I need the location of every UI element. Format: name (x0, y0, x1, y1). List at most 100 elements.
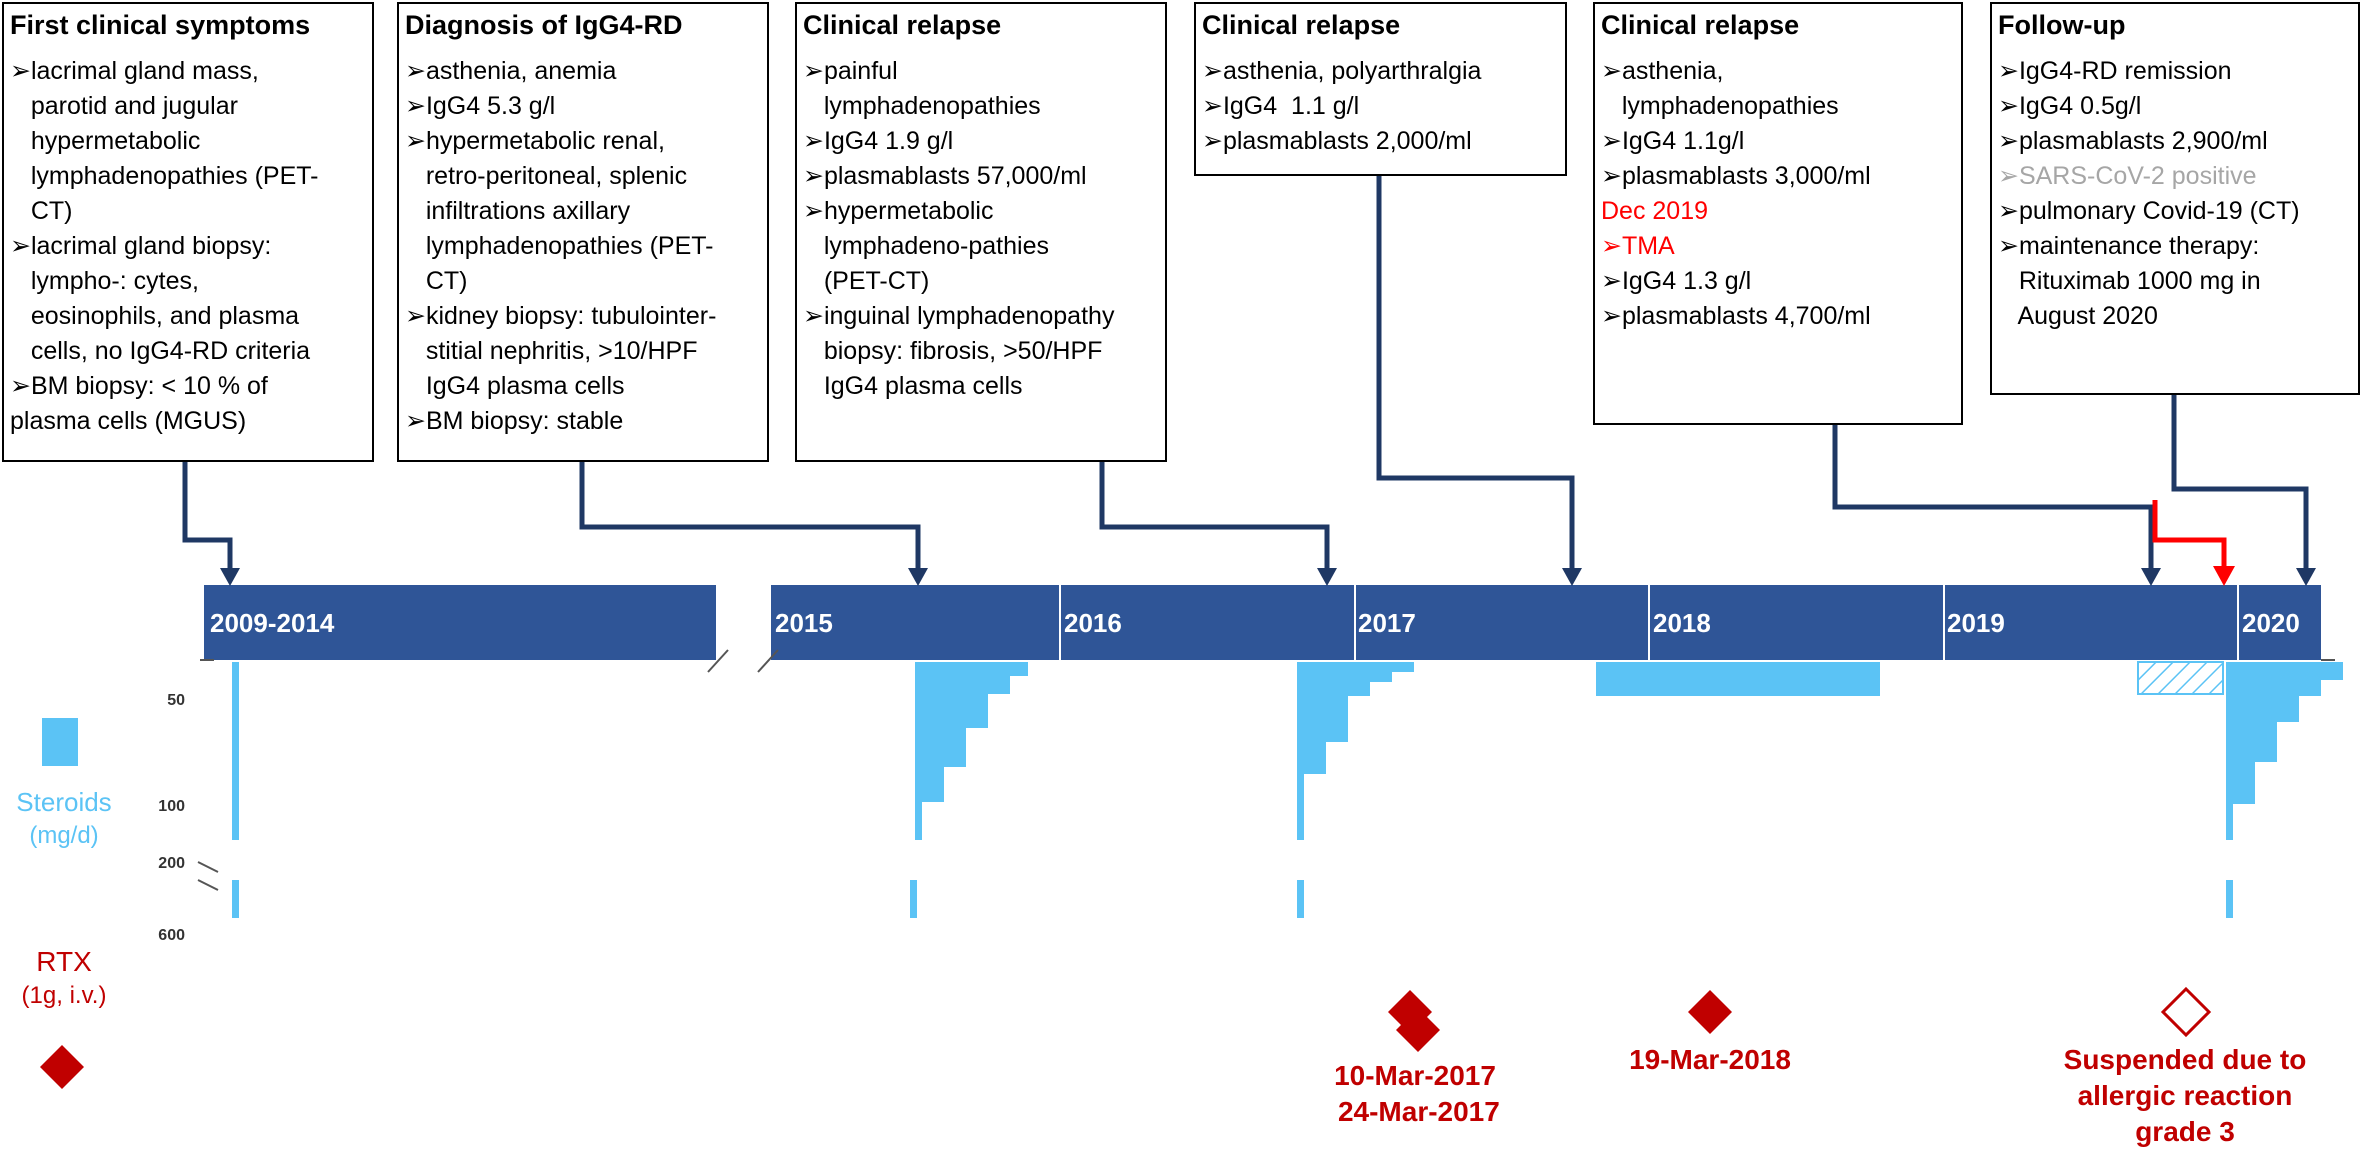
steroid-bar (1392, 662, 1414, 672)
timeline-label: 2016 (1064, 608, 1122, 638)
timeline-label: 2020 (2242, 608, 2300, 638)
steroid-bar (988, 662, 1010, 694)
box-relapse-2: Clinical relapse➢asthenia, polyarthralgi… (1194, 2, 1567, 176)
box-line: lymphadeno-pathies (803, 232, 1049, 260)
steroid-tick-50: 50 (167, 692, 185, 709)
box-title: Diagnosis of IgG4-RD (405, 10, 683, 40)
box-line: Dec 2019 (1601, 197, 1709, 225)
box-line: ➢asthenia, anemia (405, 57, 617, 85)
box-line: ➢plasmablasts 2,000/ml (1202, 127, 1472, 155)
box-line: ➢plasmablasts 4,700/ml (1601, 302, 1871, 330)
box-line: Rituximab 1000 mg in (1998, 267, 2261, 295)
box-line: eosinophils, and plasma (10, 302, 300, 330)
box-line: ➢hypermetabolic renal, (405, 127, 665, 155)
steroid-bar (2299, 662, 2321, 696)
connector-relapse-3 (1832, 425, 2154, 572)
box-line: (PET-CT) (803, 267, 930, 295)
steroid-bar (1010, 662, 1028, 676)
timeline-divider (2237, 585, 2239, 660)
steroid-bar (922, 662, 944, 802)
box-line: ➢plasmablasts 2,900/ml (1998, 127, 2268, 155)
box-line: ➢painful (803, 57, 898, 85)
box-line: IgG4 plasma cells (405, 372, 625, 400)
box-line: ➢plasmablasts 3,000/ml (1601, 162, 1871, 190)
box-line: lymphadenopathies (1601, 92, 1839, 120)
box-line: ➢inguinal lymphadenopathy (803, 302, 1115, 330)
box-line: ➢IgG4 5.3 g/l (405, 92, 556, 120)
timeline-segment-2009-2014 (204, 585, 716, 660)
connector-first-symptoms (182, 462, 233, 572)
box-line: lympho-: cytes, (10, 267, 199, 295)
rtx-date-2018: 19-Mar-2018 (1629, 1044, 1791, 1075)
box-line: ➢TMA (1601, 232, 1675, 260)
timeline-divider (1354, 585, 1356, 660)
connector-diagnosis (579, 462, 921, 572)
steroids-unit: (mg/d) (29, 822, 99, 849)
steroid-scale-break (197, 861, 219, 873)
tma-arrowhead (2213, 566, 2235, 586)
box-line: retro-peritoneal, splenic (405, 162, 688, 190)
timeline-break-mark (757, 649, 779, 673)
timeline-label: 2015 (775, 608, 833, 638)
rtx-dose: (1g, i.v.) (21, 982, 107, 1009)
box-line: August 2020 (1998, 302, 2158, 330)
rtx-legend-diamond (40, 1045, 84, 1089)
steroid-bar (2277, 662, 2299, 722)
box-diagnosis: Diagnosis of IgG4-RD ➢asthenia, anemia ➢Ig… (397, 2, 769, 462)
steroid-pulse (910, 880, 917, 918)
timeline-divider (1059, 585, 1061, 660)
box-line: ➢lacrimal gland biopsy: (10, 232, 272, 260)
steroid-bar (2226, 662, 2233, 840)
box-line: IgG4 plasma cells (803, 372, 1023, 400)
arrowhead (1317, 568, 1337, 586)
timeline-segment-2015-2020 (771, 585, 2321, 660)
box-line: ➢IgG4 1.1g/l (1601, 127, 1745, 155)
steroid-tick-600: 600 (158, 927, 185, 944)
steroid-pulse (232, 880, 239, 918)
timeline-divider (1648, 585, 1650, 660)
connector-follow-up (2171, 395, 2309, 572)
box-line: ➢plasmablasts 57,000/ml (803, 162, 1087, 190)
timeline-label: 2019 (1947, 608, 2005, 638)
timeline-label: 2017 (1358, 608, 1416, 638)
box-relapse-3: Clinical relapse➢asthenia, lymphadenopat… (1593, 2, 1963, 425)
steroid-pulse (1297, 880, 1304, 918)
connector-relapse-2 (1376, 176, 1575, 572)
steroid-bar (2255, 662, 2277, 762)
steroid-tick-100: 100 (158, 798, 185, 815)
steroids-title: Steroids (16, 787, 112, 817)
connector-relapse-1 (1099, 462, 1330, 572)
steroids-label: Steroids (mg/d) (0, 785, 128, 853)
rtx-diamond-19-mar-2018 (1688, 990, 1732, 1034)
box-title: Clinical relapse (1601, 10, 1800, 40)
box-line: ➢maintenance therapy: (1998, 232, 2260, 260)
box-title: Clinical relapse (1202, 10, 1401, 40)
steroid-bar (966, 662, 988, 728)
arrowhead (1562, 568, 1582, 586)
box-line: ➢BM biopsy: stable (405, 407, 624, 435)
rtx-diamond-suspended (2160, 986, 2212, 1038)
steroid-bar (1304, 662, 1326, 774)
steroid-pulse (2226, 880, 2233, 918)
steroid-bar (232, 662, 239, 840)
box-line: plasma cells (MGUS) (10, 407, 247, 435)
box-line: ➢pulmonary Covid-19 (CT) (1998, 197, 2300, 225)
rtx-dates-2017: 10-Mar-2017 24-Mar-2017 (1334, 1060, 1500, 1127)
box-line: ➢IgG4 1.9 g/l (803, 127, 954, 155)
arrowhead (2141, 568, 2161, 586)
box-line: lymphadenopathies (PET- (10, 162, 319, 190)
steroid-bar (1348, 662, 1370, 696)
box-line: cells, no IgG4-RD criteria (10, 337, 311, 365)
arrowhead (908, 568, 928, 586)
box-line: ➢BM biopsy: < 10 % of (10, 372, 268, 400)
box-title: Clinical relapse (803, 10, 1002, 40)
rtx-title: RTX (36, 946, 92, 977)
steroid-bar (2321, 662, 2343, 680)
tma-arrow (2152, 500, 2227, 570)
steroid-legend-square (42, 718, 78, 766)
steroid-scale-break (197, 879, 219, 891)
steroid-bar (1326, 662, 1348, 742)
box-line: biopsy: fibrosis, >50/HPF (803, 337, 1103, 365)
steroid-bar (915, 662, 922, 840)
